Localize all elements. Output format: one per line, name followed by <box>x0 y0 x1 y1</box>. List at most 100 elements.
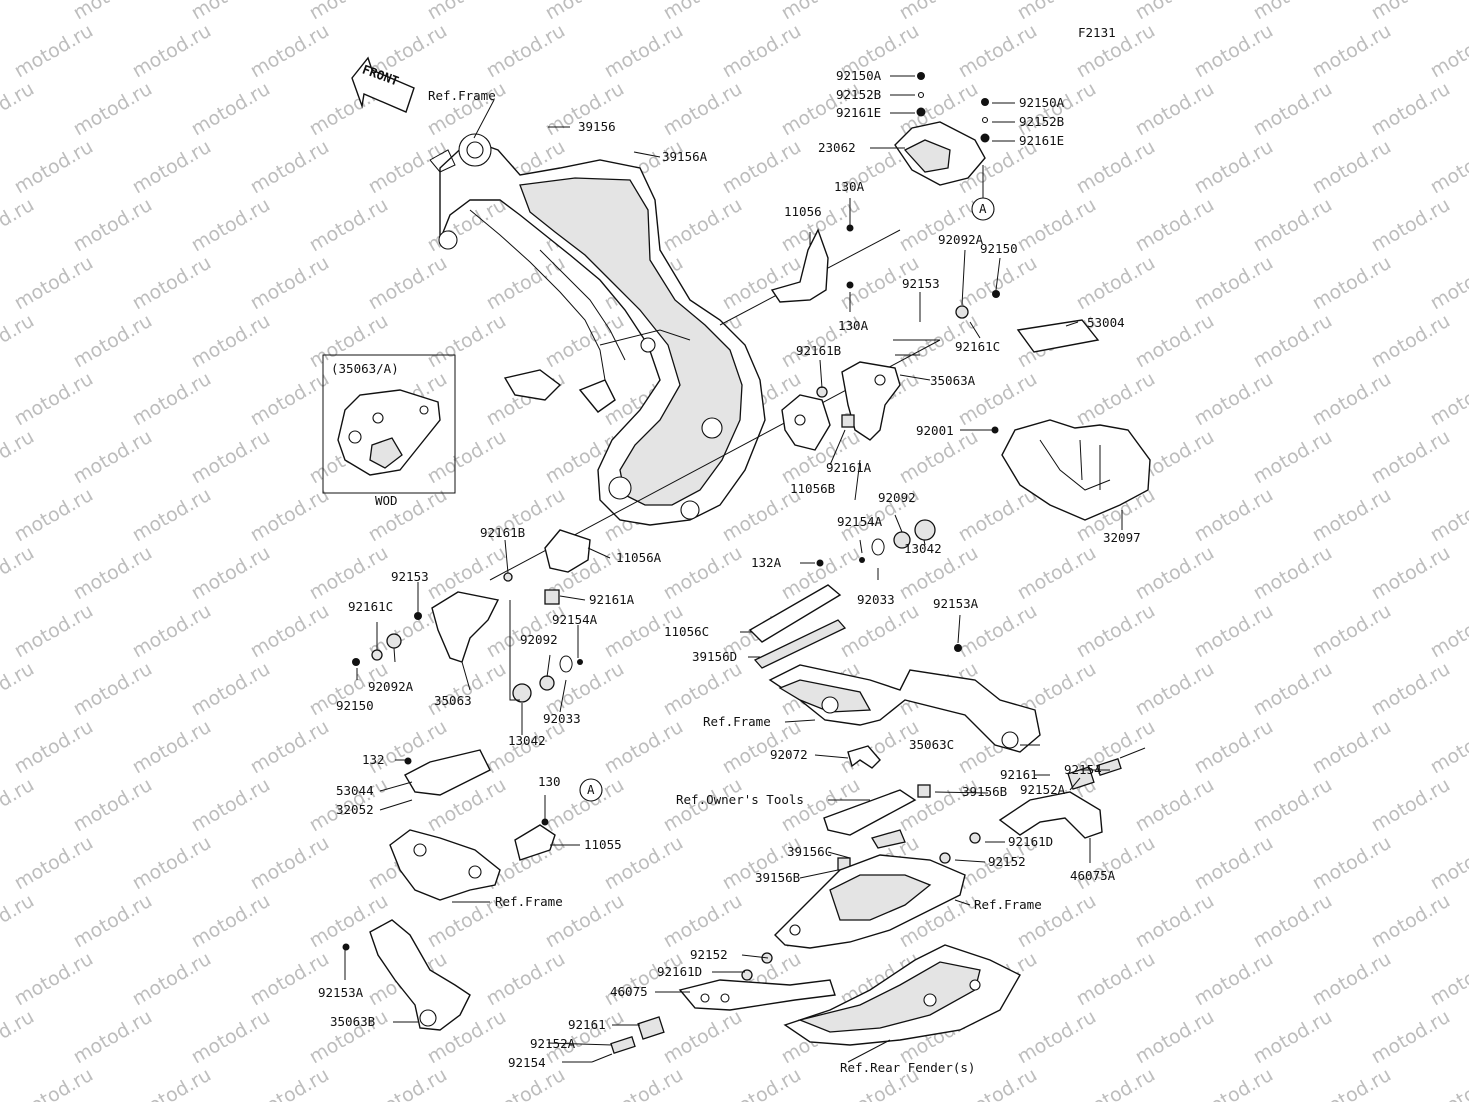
watermark-text: motod.ru <box>1191 252 1277 315</box>
watermark-text: motod.ru <box>1427 600 1469 663</box>
watermark-text: motod.ru <box>129 600 215 663</box>
bracket-35063c <box>768 644 1041 753</box>
bracket-32052 <box>389 749 556 901</box>
part-label: 35063B <box>330 1014 375 1029</box>
watermark-text: motod.ru <box>1427 716 1469 779</box>
watermark-text: motod.ru <box>0 1006 38 1069</box>
watermark-text: motod.ru <box>0 194 38 257</box>
part-label: 92092A <box>938 232 984 247</box>
watermark-text: motod.ru <box>247 368 333 431</box>
watermark-text: motod.ru <box>11 368 97 431</box>
part-label: 32052 <box>336 802 374 817</box>
watermark-text: motod.ru <box>1014 1006 1100 1069</box>
part-label: 92072 <box>770 747 808 762</box>
watermark-text: motod.ru <box>365 252 451 315</box>
watermark-text: motod.ru <box>129 484 215 547</box>
part-label: 92153 <box>902 276 940 291</box>
watermark-text: motod.ru <box>0 0 38 24</box>
watermark-text: motod.ru <box>1191 1064 1277 1102</box>
watermark-text: motod.ru <box>955 20 1041 83</box>
figure-code: F2131 <box>1078 25 1116 40</box>
watermark-text: motod.ru <box>1368 658 1454 721</box>
watermark-text: motod.ru <box>1368 78 1454 141</box>
watermark-text: motod.ru <box>306 542 392 605</box>
part-label: 11056 <box>784 204 822 219</box>
watermark-text: motod.ru <box>1250 542 1336 605</box>
part-label: 92150A <box>836 68 882 83</box>
watermark-text: motod.ru <box>1427 832 1469 895</box>
watermark-text: motod.ru <box>1191 948 1277 1011</box>
watermark-text: motod.ru <box>129 716 215 779</box>
part-label: 46075 <box>610 984 648 999</box>
watermark-text: motod.ru <box>0 78 38 141</box>
part-label: 92161A <box>589 592 635 607</box>
watermark-text: motod.ru <box>306 194 392 257</box>
watermark-text: motod.ru <box>1309 368 1395 431</box>
watermark-text: motod.ru <box>660 1006 746 1069</box>
watermark-text: motod.ru <box>1368 194 1454 257</box>
watermark-text: motod.ru <box>660 194 746 257</box>
owners-tools-group <box>823 745 931 871</box>
part-label: Ref.Frame <box>428 88 496 103</box>
watermark-text: motod.ru <box>1191 136 1277 199</box>
watermark-text: motod.ru <box>719 252 805 315</box>
watermark-text: motod.ru <box>1191 600 1277 663</box>
watermark-text: motod.ru <box>837 600 923 663</box>
watermark-text: motod.ru <box>0 426 38 489</box>
watermark-text: motod.ru <box>719 1064 805 1102</box>
part-label: 13042 <box>904 541 942 556</box>
watermark-text: motod.ru <box>719 20 805 83</box>
watermark-text: motod.ru <box>70 426 156 489</box>
watermark-text: motod.ru <box>1427 20 1469 83</box>
watermark-text: motod.ru <box>188 78 274 141</box>
part-label: 92161B <box>480 525 525 540</box>
watermark-text: motod.ru <box>247 136 333 199</box>
watermark-text: motod.ru <box>1368 426 1454 489</box>
watermark-text: motod.ru <box>1250 1006 1336 1069</box>
watermark-text: motod.ru <box>70 78 156 141</box>
watermark-text: motod.ru <box>1132 890 1218 953</box>
part-label: 92154A <box>837 514 883 529</box>
watermark-text: motod.ru <box>1309 484 1395 547</box>
watermark-text: motod.ru <box>247 1064 333 1102</box>
part-label: 92152B <box>836 87 881 102</box>
watermark-text: motod.ru <box>247 948 333 1011</box>
part-label: 92161B <box>796 343 841 358</box>
part-label: 92152A <box>1020 782 1066 797</box>
watermark-text: motod.ru <box>188 426 274 489</box>
watermark-text: motod.ru <box>70 310 156 373</box>
watermark-text: motod.ru <box>1132 310 1218 373</box>
rear-fender <box>783 944 1021 1046</box>
part-label: 39156A <box>662 149 708 164</box>
watermark-text: motod.ru <box>601 1064 687 1102</box>
watermark-text: motod.ru <box>1368 310 1454 373</box>
part-label: 39156D <box>692 649 737 664</box>
watermark-text: motod.ru <box>1073 832 1159 895</box>
part-label: 35063 <box>434 693 472 708</box>
watermark-text: motod.ru <box>247 600 333 663</box>
part-label: Ref.Frame <box>703 714 771 729</box>
watermark-text: motod.ru <box>424 658 510 721</box>
part-label: 92153 <box>391 569 429 584</box>
part-label: 39156C <box>787 844 832 859</box>
watermark-text: motod.ru <box>188 658 274 721</box>
watermark-text: motod.ru <box>424 310 510 373</box>
watermark-text: motod.ru <box>70 194 156 257</box>
watermark-text: motod.ru <box>1309 252 1395 315</box>
watermark-text: motod.ru <box>424 426 510 489</box>
part-label: 92154 <box>1064 762 1102 777</box>
part-label: 132 <box>362 752 385 767</box>
part-label: 92150A <box>1019 95 1065 110</box>
watermark-text: motod.ru <box>0 542 38 605</box>
part-label: 92161E <box>836 105 881 120</box>
watermark-text: motod.ru <box>188 774 274 837</box>
watermark-text: motod.ru <box>129 252 215 315</box>
part-label: 92154 <box>508 1055 546 1070</box>
watermark-text: motod.ru <box>0 774 38 837</box>
part-label: 53004 <box>1087 315 1125 330</box>
watermark-text: motod.ru <box>0 310 38 373</box>
watermark-text: motod.ru <box>11 484 97 547</box>
watermark-text: motod.ru <box>365 136 451 199</box>
